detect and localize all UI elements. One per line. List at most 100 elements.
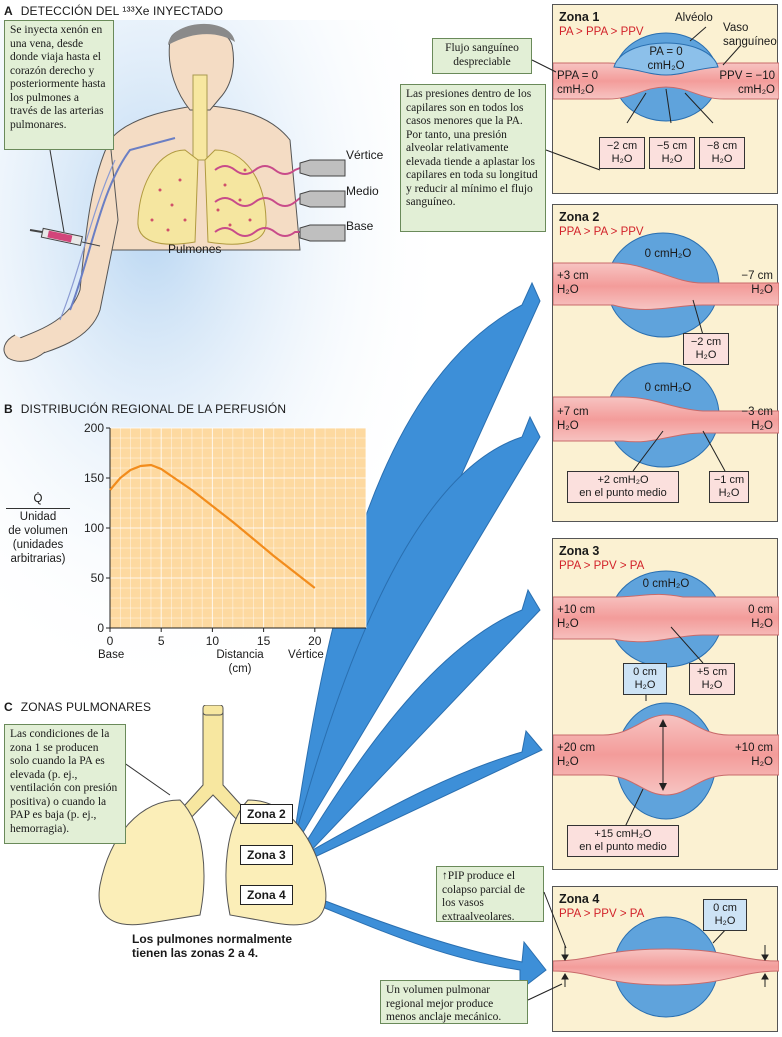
zone1-panel: Zona 1 PA > PPA > PPV Alvéolo Vaso sangu… xyxy=(552,4,779,194)
chart-ylabel: Q̇ Unidad de volumen (unidades arbitrari… xyxy=(0,492,76,566)
zone1-left-pressure: PPA = 0 cmH₂O xyxy=(557,69,598,97)
arrow-zona3-bottom xyxy=(301,729,543,863)
z3b-alv-l2: H₂O xyxy=(634,679,656,691)
zone-arrows xyxy=(295,281,547,992)
z3a-right-l1: 0 cm xyxy=(748,604,773,616)
z2a-left-l1: +3 cm xyxy=(557,270,589,282)
zone2-title: Zona 2 xyxy=(559,210,600,224)
z2b-right-l1: −3 cm xyxy=(741,406,773,418)
arrow-zona3-top xyxy=(299,588,541,859)
z1-ptr1 xyxy=(626,92,647,124)
zone2b-vessel xyxy=(553,396,779,443)
zone3-relation: PPA > PPV > PA xyxy=(559,560,645,572)
ylabel-line-2: de volumen xyxy=(8,525,68,537)
vaso-line-1: Vaso xyxy=(723,22,749,34)
z4-alv-l2: H₂O xyxy=(714,915,736,927)
z1-b3-l2: H₂O xyxy=(711,153,733,165)
zone1-pa-label: PA = 0 cmH₂O xyxy=(641,45,691,73)
z3b-right-l1: +10 cm xyxy=(734,742,773,754)
section-b-letter: B xyxy=(4,402,13,416)
y-tick-label: 100 xyxy=(84,521,104,535)
y-tick-label: 50 xyxy=(91,571,105,585)
z1-right-line-1: PPV = −10 xyxy=(719,70,775,82)
zone2-relation: PPA > PA > PPV xyxy=(559,226,644,238)
z1-ptr3 xyxy=(684,92,714,124)
z1-ptr-alv xyxy=(689,26,707,42)
lungs-caption: Los pulmones normalmente tienen las zona… xyxy=(132,932,292,960)
z3a-left-l1: +10 cm xyxy=(557,604,596,616)
zone1-alveolus-top xyxy=(613,42,719,76)
hand xyxy=(3,334,46,362)
x-tick-label: 5 xyxy=(158,634,165,648)
zone2a-vessel xyxy=(553,262,779,310)
ylabel-qdot: Q̇ xyxy=(33,493,43,505)
lungs-zones-illustration xyxy=(98,705,327,926)
x-tick-label: 20 xyxy=(308,634,322,648)
x-label-base: Base xyxy=(98,649,125,661)
z1-b2-l1: −5 cm xyxy=(656,140,688,152)
note-zone1-text: Las condiciones de la zona 1 se producen… xyxy=(10,728,118,835)
lungs-label: Pulmones xyxy=(168,242,222,256)
z2b-b1-l2: en el punto medio xyxy=(579,487,667,499)
zone2b-alv-label: 0 cmH₂O xyxy=(644,382,692,394)
note-xenon-text: Se inyecta xenón en una vena, desde dond… xyxy=(10,24,106,131)
hair xyxy=(168,23,235,45)
z2b-right-l2: H₂O xyxy=(751,420,773,432)
ylabel-line-3: (unidades xyxy=(12,539,64,551)
x-tick-label: 15 xyxy=(257,634,271,648)
pa-line-1: PA = 0 xyxy=(649,46,683,58)
section-b-title: B DISTRIBUCIÓN REGIONAL DE LA PERFUSIÓN xyxy=(4,402,286,416)
zone1-alveolo-label: Alvéolo xyxy=(675,12,713,24)
z2b-left-l2: H₂O xyxy=(557,420,579,432)
y-tick-label: 0 xyxy=(97,621,104,635)
trachea xyxy=(192,74,208,161)
zone3a-alv-label: 0 cmH₂O xyxy=(642,578,690,590)
z3b-ptr-bottom xyxy=(624,788,644,828)
section-a-heading: DETECCIÓN DEL ¹³³Xe INYECTADO xyxy=(20,4,224,18)
x-tick-label: 0 xyxy=(107,634,114,648)
vaso-line-2: sanguíneo xyxy=(723,36,777,48)
zone1-vaso-label: Vaso sanguíneo xyxy=(723,21,777,49)
z1-b1-l1: −2 cm xyxy=(606,140,638,152)
section-b-heading: DISTRIBUCIÓN REGIONAL DE LA PERFUSIÓN xyxy=(20,402,287,416)
zone3a-vessel xyxy=(553,593,779,643)
z2b-b2-l2: H₂O xyxy=(718,487,740,499)
zone3a-right: 0 cm H₂O xyxy=(723,603,773,631)
zone-label-3: Zona 3 xyxy=(240,845,293,865)
z3a-left-l2: H₂O xyxy=(557,618,579,630)
z2a-right-l2: H₂O xyxy=(751,284,773,296)
x-label-apex: Vértice xyxy=(288,649,324,661)
z3b-box-l1: +15 cmH₂O xyxy=(594,828,652,840)
arm-vein-2 xyxy=(59,159,116,321)
z3b-alv-l1: 0 cm xyxy=(633,666,657,678)
z2a-box-l2: H₂O xyxy=(695,349,717,361)
z2b-ptr1 xyxy=(632,430,664,472)
z1-b2-l2: H₂O xyxy=(661,153,683,165)
zone4-title: Zona 4 xyxy=(559,892,600,906)
z1-ptr-vaso xyxy=(722,44,742,66)
trachea-c xyxy=(175,709,251,824)
z1-b3-l1: −8 cm xyxy=(706,140,738,152)
zone2-diagram xyxy=(553,232,779,472)
z2a-ptr xyxy=(692,299,704,336)
arrow-zona4 xyxy=(299,891,547,992)
ylabel-line-1: Unidad xyxy=(19,511,57,523)
xlabel-line-2: (cm) xyxy=(228,663,252,675)
y-tick-label: 150 xyxy=(84,471,104,485)
detector-label-mid: Medio xyxy=(346,184,379,198)
z3a-right-l2: H₂O xyxy=(751,618,773,630)
zone4-vessel xyxy=(553,948,779,986)
detector-apex xyxy=(299,159,346,177)
